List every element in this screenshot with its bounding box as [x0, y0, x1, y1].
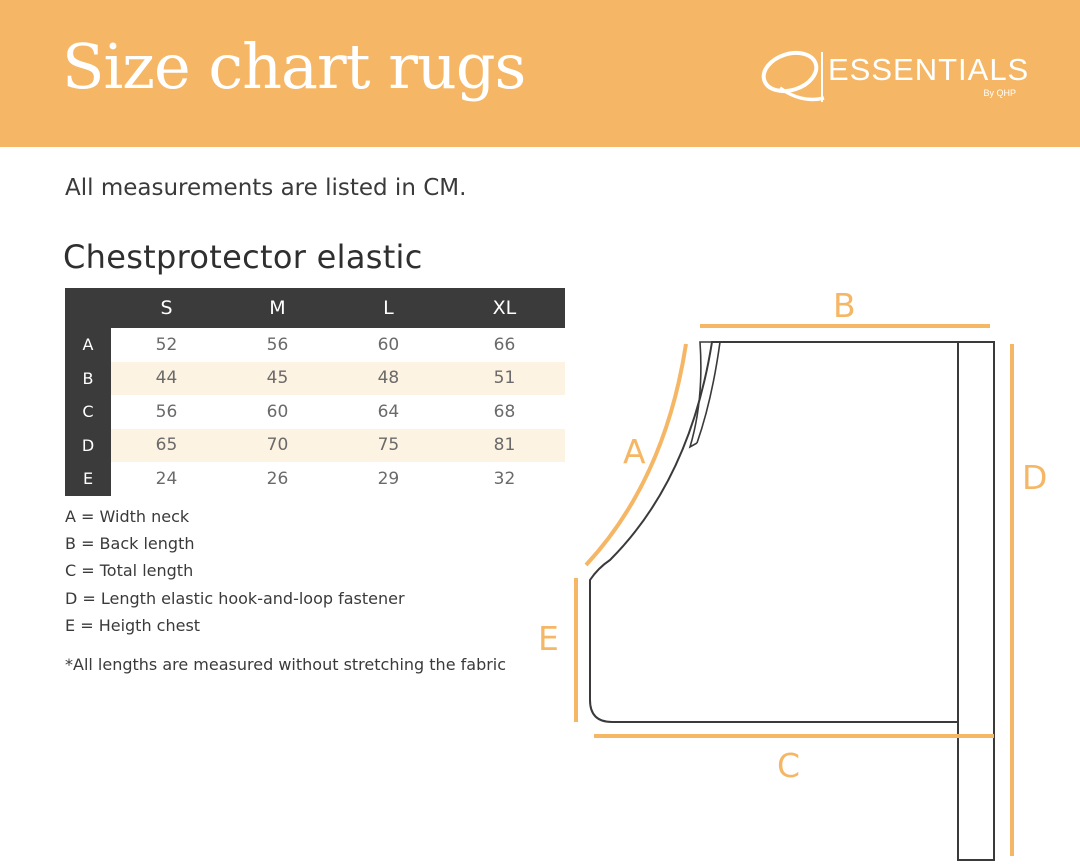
- measurement-unit-note: All measurements are listed in CM.: [65, 175, 467, 201]
- table-cell: 56: [266, 334, 289, 355]
- measurement-legend: A = Width neck B = Back length C = Total…: [65, 503, 405, 639]
- column-header: S: [111, 288, 222, 328]
- row-header: A: [65, 328, 111, 362]
- table-cell: 60: [266, 401, 289, 422]
- legend-item: A = Width neck: [65, 507, 190, 526]
- table-cell: 52: [155, 334, 178, 355]
- brand-logo: ESSENTIALS By QHP: [758, 48, 1028, 104]
- row-header: E: [65, 462, 111, 496]
- table-cell: 45: [221, 361, 333, 395]
- table-cell: 32: [493, 468, 516, 489]
- q-logo-icon: [761, 50, 825, 102]
- logo-wordmark: ESSENTIALS: [828, 52, 1030, 87]
- legend-item: D = Length elastic hook-and-loop fastene…: [65, 588, 405, 608]
- measure-line-a: [584, 343, 688, 567]
- label-e: E: [538, 619, 559, 658]
- table-cell: 60: [377, 334, 400, 355]
- row-header: C: [65, 395, 111, 429]
- table-cell: 26: [266, 468, 289, 489]
- page-title: Size chart rugs: [62, 30, 526, 103]
- table-row: B 44 45 48 51: [65, 361, 565, 395]
- table-cell: 24: [155, 468, 178, 489]
- row-header: B: [65, 361, 111, 395]
- footnote: *All lengths are measured without stretc…: [65, 655, 507, 674]
- table-cell: 70: [221, 428, 333, 462]
- logo-byline: By QHP: [983, 88, 1016, 98]
- size-table-header-row: S M L XL: [65, 288, 565, 328]
- column-header: L: [332, 288, 444, 328]
- label-c: C: [777, 746, 800, 785]
- elastic-strap: [957, 341, 995, 861]
- table-cell: 75: [332, 428, 444, 462]
- table-cell: 64: [377, 401, 400, 422]
- legend-item: B = Back length: [65, 534, 195, 554]
- row-header: D: [65, 428, 111, 462]
- table-cell: 44: [111, 361, 222, 395]
- neck-hem-corner: [688, 341, 712, 449]
- label-d: D: [1022, 458, 1047, 497]
- table-row: A 52 56 60 66: [65, 328, 565, 362]
- column-header: XL: [443, 288, 565, 328]
- table-cell: 81: [443, 428, 565, 462]
- label-b: B: [833, 286, 856, 325]
- neck-hem-line: [696, 341, 721, 444]
- table-row: D 65 70 75 81: [65, 428, 565, 462]
- table-cell: 68: [493, 401, 516, 422]
- table-cell: 51: [443, 361, 565, 395]
- table-cell: 65: [111, 428, 222, 462]
- header-banner: Size chart rugs ESSENTIALS By QHP: [0, 0, 1080, 147]
- legend-item: C = Total length: [65, 561, 194, 581]
- table-row: E 24 26 29 32: [65, 462, 565, 496]
- table-cell: 29: [377, 468, 400, 489]
- table-cell: 48: [332, 361, 444, 395]
- table-cell: 56: [155, 401, 178, 422]
- column-header: M: [221, 288, 333, 328]
- product-title: Chestprotector elastic: [63, 238, 423, 276]
- table-corner-cell: [65, 288, 111, 328]
- table-cell: 66: [493, 334, 516, 355]
- chestprotector-outline: [589, 341, 959, 723]
- size-table: S M L XL A 52 56 60 66 B 44 45 48 51 C 5…: [65, 288, 565, 496]
- legend-item: E = Heigth chest: [65, 615, 201, 635]
- label-a: A: [623, 432, 646, 471]
- table-row: C 56 60 64 68: [65, 395, 565, 429]
